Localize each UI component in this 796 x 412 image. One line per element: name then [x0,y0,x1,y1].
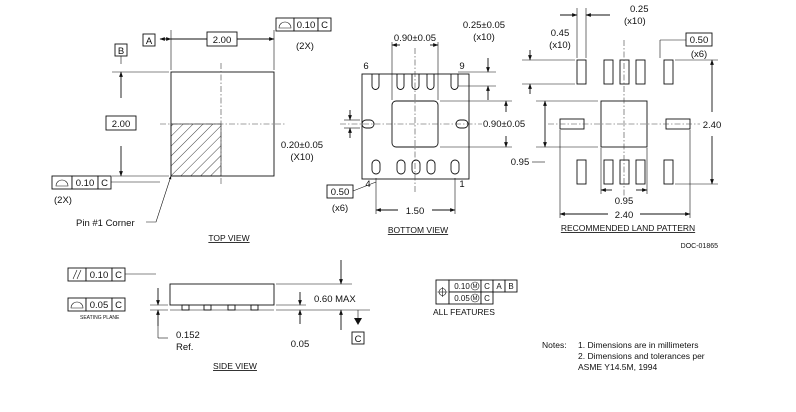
note-2a: 2. Dimensions and tolerances per [578,351,705,361]
bottom-view: 6 9 4 1 0.90±0.05 0.25±0.05 (x10) 0.90±0… [281,20,525,235]
land-pad-l-dim: 0.45 [551,28,570,39]
top-width-dim: 2.00 [213,35,232,46]
lead-length-count: (X10) [290,152,313,163]
bottom-pitch-dim: 0.50 [331,187,350,198]
land-pattern-title: RECOMMENDED LAND PATTERN [561,223,695,233]
doc-id: DOC-01865 [681,243,718,250]
land-center-v-dim: 0.95 [511,157,530,168]
package-side-body [169,283,275,306]
parallel-tol: 0.10 [90,270,109,281]
lead-bottom-1 [371,159,381,175]
pad-height-dim: 0.90±0.05 [483,119,525,130]
lead-bottom-5 [450,159,460,175]
land-center-h-dim: 0.95 [615,196,634,207]
note-1: 1. Dimensions are in millimeters [578,340,698,350]
lead-thickness-note: Ref. [176,342,193,353]
bottom-view-title: BOTTOM VIEW [388,225,448,235]
land-pad-top-5 [663,59,674,85]
lead-top-1 [371,74,380,90]
land-width-dim: 2.40 [615,210,634,221]
top-profile-datum: C [321,20,328,31]
flat-datum: C [115,300,122,311]
lead-thickness-dim: 0.152 [176,330,200,341]
land-pad-bottom-5 [663,159,674,185]
pin-4-label: 4 [365,179,370,190]
lead-top-2 [396,74,405,90]
bottom-pitch-count: (x6) [332,203,348,214]
lead-left [361,119,375,129]
bottom-span-dim: 1.50 [406,206,425,217]
land-pad-top-2 [603,59,614,85]
af-row1-d3: B [508,282,513,291]
datum-a-label: A [146,36,153,47]
pad-width-dim: 0.90±0.05 [394,33,436,44]
pin1-corner-label: Pin #1 Corner [76,218,135,229]
max-height-dim: 0.60 MAX [314,294,356,305]
note-2b: ASME Y14.5M, 1994 [578,362,657,372]
top-view-title: TOP VIEW [208,233,249,243]
land-pad-bottom-3 [619,159,630,185]
land-pad-top-4 [635,59,646,85]
top-count-label: (2X) [296,41,314,52]
land-pitch-dim: 0.50 [690,35,709,46]
af-row2-mod: M [473,296,478,302]
package-outline-bottom [361,73,470,180]
side-view: 0.10 C 0.05 C SEATING PLANE 0.152 Ref. 0… [67,260,370,371]
land-pad-bottom-4 [635,159,646,185]
top-height-dim: 2.00 [112,119,131,130]
af-row1-mod: M [473,284,478,290]
land-pattern: 0.25 (x10) 0.45 (x10) 0.50 (x6) 2.40 0.9… [511,4,722,250]
lead-right [455,119,469,129]
land-pitch-count: (x6) [691,49,707,60]
pin-9-label: 9 [459,61,464,72]
land-pad-w-count: (x10) [624,16,646,27]
left-profile-datum: C [101,178,108,189]
datum-b-label: B [118,46,124,57]
seating-plane-label: SEATING PLANE [80,315,120,321]
datum-c-label: C [355,334,362,345]
land-pad-l-count: (x10) [549,40,571,51]
pin-6-label: 6 [363,61,368,72]
lead-bottom-2 [396,159,406,175]
side-view-title: SIDE VIEW [213,361,257,371]
land-pad-top-3 [619,59,630,85]
lead-top-5 [450,74,459,90]
lead-top-4 [426,74,435,90]
flat-tol: 0.05 [90,300,109,311]
top-view: 2.00 A 0.10 C (2X) B 2.00 0.10 C (2X) P [51,17,332,243]
standoff-dim: 0.05 [291,339,310,350]
pin-1-label: 1 [459,179,464,190]
land-pad-bottom-1 [576,159,587,185]
af-row2-tol: 0.05 [454,294,470,303]
land-pad-top-1 [576,59,587,85]
af-row1-d2: A [496,282,502,291]
land-height-dim: 2.40 [703,120,722,131]
lead-bottom-3 [411,159,421,175]
parallel-datum: C [115,270,122,281]
land-pad-bottom-2 [603,159,614,185]
lead-length-dim: 0.20±0.05 [281,140,323,151]
left-count-label: (2X) [54,195,72,206]
all-features-frame: 0.10 M C A B 0.05 M C ALL FEATURES [433,279,518,317]
af-row2-d1: C [484,294,490,303]
top-profile-tol: 0.10 [297,20,316,31]
all-features-label: ALL FEATURES [433,307,495,317]
land-pad-w-dim: 0.25 [630,4,649,15]
lead-top-3 [411,74,420,90]
af-row1-d1: C [484,282,490,291]
lead-width-count: (x10) [473,32,495,43]
notes-heading: Notes: [542,340,567,350]
notes: Notes: 1. Dimensions are in millimeters … [542,340,705,372]
lead-bottom-4 [426,159,436,175]
left-profile-tol: 0.10 [76,178,95,189]
pin1-hatch [170,123,222,177]
af-row1-tol: 0.10 [454,282,470,291]
lead-width-dim: 0.25±0.05 [463,20,505,31]
